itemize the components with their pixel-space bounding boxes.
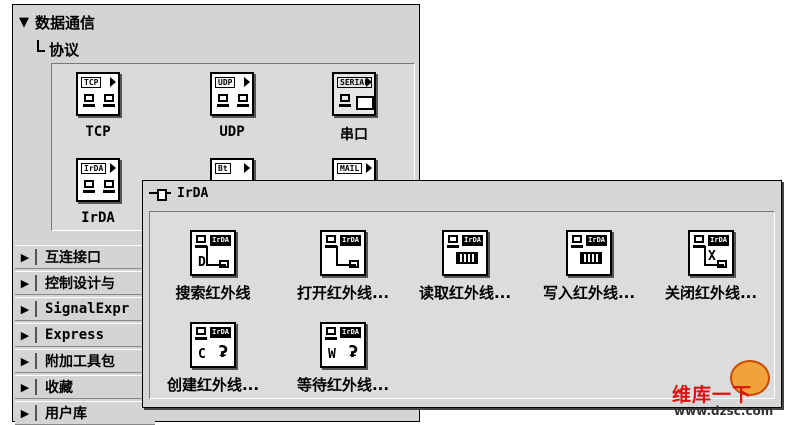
computer-icon xyxy=(83,180,95,193)
watermark-brand: 维库一下 xyxy=(672,384,753,406)
category-label: 数据通信 xyxy=(35,13,96,32)
submenu-arrow-icon xyxy=(244,77,250,87)
submenu-arrow-icon xyxy=(366,163,372,173)
submenu-arrow-icon xyxy=(366,77,372,87)
data-frame-icon xyxy=(580,252,602,264)
irda-discover-function[interactable]: IrDA D 搜索红外线 xyxy=(150,224,276,308)
pin-icon[interactable] xyxy=(149,189,171,201)
category-express[interactable]: ▶ Express xyxy=(15,323,155,347)
ear-icon: ʡ xyxy=(348,342,358,361)
category-interconnect[interactable]: ▶ 互连接口 xyxy=(15,245,155,269)
submenu-arrow-icon xyxy=(110,77,116,87)
instrument-icon xyxy=(356,96,374,110)
tcp-palette-icon[interactable]: TCP TCP xyxy=(52,64,144,146)
category-data-communication[interactable]: ▼ 数据通信 xyxy=(13,9,419,35)
category-control-design[interactable]: ▶ 控制设计与 xyxy=(15,271,155,295)
expand-triangle-icon[interactable]: ▼ xyxy=(19,14,29,30)
function-caption: 搜索红外线 xyxy=(175,284,251,302)
category-user-library[interactable]: ▶ 用户库 xyxy=(15,401,155,425)
category-addons[interactable]: ▶ 附加工具包 xyxy=(15,349,155,373)
irda-create-listener-function[interactable]: IrDA C ʡ 创建红外线... xyxy=(150,316,276,400)
icon-caption: UDP xyxy=(219,124,245,140)
irda-wait-listener-function[interactable]: IrDA W ʡ 等待红外线... xyxy=(280,316,406,400)
computer-icon xyxy=(195,327,207,340)
irda-close-icon: IrDA X xyxy=(688,230,734,276)
irda-write-function[interactable]: IrDA 写入红外线... xyxy=(526,224,652,308)
subcategory-label: 协议 xyxy=(49,40,80,59)
collapsed-triangle-icon: ▶ xyxy=(20,302,30,316)
icon-caption: IrDA xyxy=(81,210,115,226)
icon-caption: 串口 xyxy=(340,127,368,143)
irda-wait-listener-icon: IrDA W ʡ xyxy=(320,322,366,368)
irda-create-listener-icon: IrDA C ʡ xyxy=(190,322,236,368)
subcategory-protocol[interactable]: 协议 xyxy=(37,39,79,59)
function-caption: 写入红外线... xyxy=(542,284,636,302)
collapsed-triangle-icon: ▶ xyxy=(20,250,30,264)
serial-palette-icon[interactable]: SERIAL 串口 xyxy=(308,64,400,146)
irda-palette-icon[interactable]: IrDA IrDA xyxy=(52,150,144,232)
computer-icon xyxy=(103,180,115,193)
computer-icon xyxy=(717,260,727,268)
irda-discover-icon: IrDA D xyxy=(190,230,236,276)
irda-open-icon: IrDA xyxy=(320,230,366,276)
category-signalexpress[interactable]: ▶ SignalExpr xyxy=(15,297,155,321)
computer-icon xyxy=(571,235,583,248)
computer-icon xyxy=(103,94,115,107)
udp-icon: UDP xyxy=(210,72,254,116)
subpalette-title-bar[interactable]: IrDA xyxy=(143,181,781,205)
icon-caption: TCP xyxy=(85,124,111,140)
irda-functions-panel: IrDA D 搜索红外线 IrDA 打开红外线... IrDA xyxy=(149,211,775,399)
computer-icon xyxy=(217,94,229,107)
computer-icon xyxy=(325,235,337,248)
watermark-url: www.dzsc.com xyxy=(674,404,774,418)
irda-read-function[interactable]: IrDA 读取红外线... xyxy=(402,224,528,308)
computer-icon xyxy=(693,235,705,248)
irda-close-function[interactable]: IrDA X 关闭红外线... xyxy=(648,224,774,308)
computer-icon xyxy=(325,327,337,340)
irda-read-icon: IrDA xyxy=(442,230,488,276)
collapsed-triangle-icon: ▶ xyxy=(20,276,30,290)
watermark-logo: 维库一下 www.dzsc.com xyxy=(670,360,796,422)
function-caption: 关闭红外线... xyxy=(664,284,758,302)
collapsed-triangle-icon: ▶ xyxy=(20,406,30,420)
ear-icon: ʡ xyxy=(218,342,228,361)
function-caption: 创建红外线... xyxy=(166,376,260,394)
computer-icon xyxy=(237,94,249,107)
computer-icon xyxy=(349,260,359,268)
udp-palette-icon[interactable]: UDP UDP xyxy=(186,64,278,146)
category-favorites[interactable]: ▶ 收藏 xyxy=(15,375,155,399)
irda-subpalette: IrDA IrDA D 搜索红外线 IrDA 打开红外线... xyxy=(142,180,782,408)
irda-icon: IrDA xyxy=(76,158,120,202)
computer-icon xyxy=(447,235,459,248)
irda-write-icon: IrDA xyxy=(566,230,612,276)
computer-icon xyxy=(339,94,351,107)
function-caption: 打开红外线... xyxy=(296,284,390,302)
computer-icon xyxy=(219,260,229,268)
data-frame-icon xyxy=(456,252,478,264)
collapsed-triangle-icon: ▶ xyxy=(20,380,30,394)
submenu-arrow-icon xyxy=(110,163,116,173)
mascot-icon xyxy=(730,360,770,396)
function-caption: 读取红外线... xyxy=(418,284,512,302)
subpalette-title: IrDA xyxy=(177,185,209,201)
tcp-icon: TCP xyxy=(76,72,120,116)
collapsed-triangle-icon: ▶ xyxy=(20,354,30,368)
collapsed-triangle-icon: ▶ xyxy=(20,328,30,342)
submenu-arrow-icon xyxy=(244,163,250,173)
function-caption: 等待红外线... xyxy=(296,376,390,394)
serial-icon: SERIAL xyxy=(332,72,376,116)
tree-branch-icon xyxy=(37,40,45,52)
computer-icon xyxy=(195,235,207,248)
computer-icon xyxy=(83,94,95,107)
irda-open-function[interactable]: IrDA 打开红外线... xyxy=(280,224,406,308)
